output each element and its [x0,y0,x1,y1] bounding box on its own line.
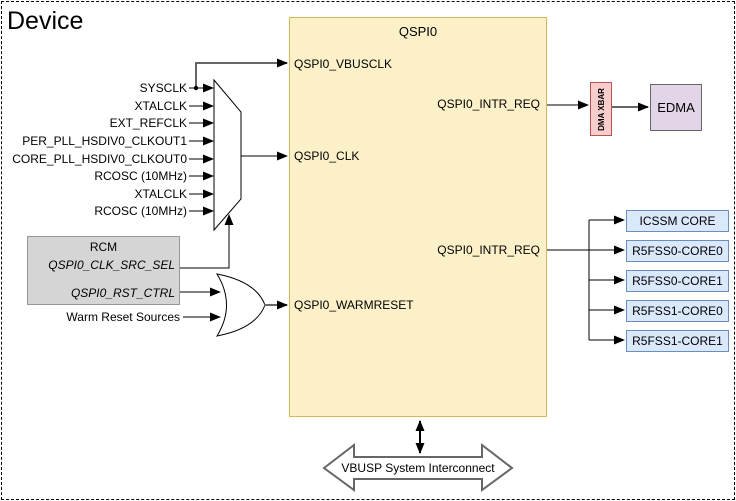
core-block-r5fss1-core0: R5FSS1-CORE0 [626,300,729,322]
core-block-r5fss0-core0: R5FSS0-CORE0 [626,240,729,262]
rcm-clk-src-sel: QSPI0_CLK_SRC_SEL [48,258,175,272]
interconnect-label: VBUSP System Interconnect [341,461,495,475]
rcm-block [27,236,180,305]
clock-label-rcosc1: RCOSC (10MHz) [94,169,187,183]
or-gate-shape [215,273,266,337]
clock-label-rcosc2: RCOSC (10MHz) [94,204,187,218]
vbusclk-connector [195,58,288,88]
clock-mux-shape [213,78,242,232]
core-block-icssm: ICSSM CORE [626,210,729,232]
device-title: Device [7,7,84,35]
warm-reset-sources-label: Warm Reset Sources [66,310,180,324]
clk-src-sel-connector [178,214,234,269]
clock-label-per-pll: PER_PLL_HSDIV0_CLKOUT1 [22,134,187,148]
clock-label-sysclk: SYSCLK [139,81,187,95]
port-warmreset: QSPI0_WARMRESET [294,298,414,312]
port-intr-req-cores: QSPI0_INTR_REQ [437,243,540,257]
rcm-title: RCM [89,240,118,254]
qspi0-title: QSPI0 [398,24,438,39]
port-vbusclk: QSPI0_VBUSCLK [294,57,393,71]
port-intr-req-dma: QSPI0_INTR_REQ [437,97,540,111]
dma-xbar-block: DMA XBAR [590,82,612,136]
clock-label-xtalclk2: XTALCLK [134,187,187,201]
edma-block: EDMA [650,84,702,131]
clock-label-core-pll: CORE_PLL_HSDIV0_CLKOUT0 [12,152,187,166]
port-clk: QSPI0_CLK [294,149,360,163]
qspi0-block [289,17,547,417]
junction-dot [193,85,199,91]
clock-label-xtalclk: XTALCLK [134,99,187,113]
rcm-rst-ctrl: QSPI0_RST_CTRL [70,286,175,300]
core-block-r5fss1-core1: R5FSS1-CORE1 [626,330,729,352]
dma-xbar-label: DMA XBAR [596,87,606,131]
core-block-r5fss0-core1: R5FSS0-CORE1 [626,270,729,292]
clock-label-ext-refclk: EXT_REFCLK [109,116,187,130]
